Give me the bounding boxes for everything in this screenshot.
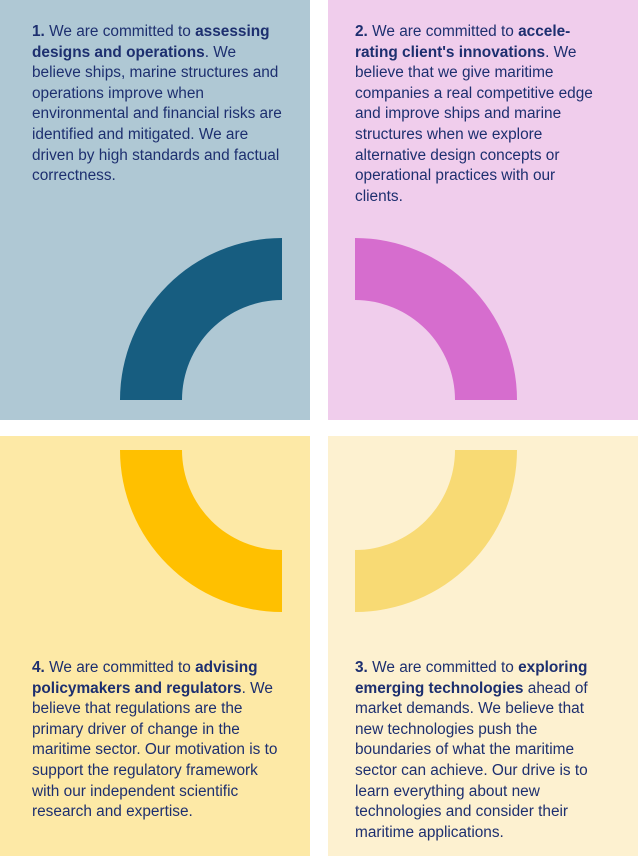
commitment-panel-2: 2. We are committed to accele-rating cli…	[328, 0, 638, 420]
arc-shape	[355, 238, 517, 400]
commitment-panel-1: 1. We are committed to assessing designs…	[0, 0, 310, 420]
commitment-text: 1. We are committed to assessing designs…	[32, 23, 282, 185]
commitment-panel-4: 4. We are committed to advising policyma…	[0, 436, 310, 856]
quarter-ring-graphic	[355, 238, 517, 400]
commitment-text: 3. We are committed to exploring emergin…	[355, 659, 588, 841]
quarter-ring-graphic	[120, 450, 282, 612]
quarter-ring-graphic	[120, 238, 282, 400]
commitment-text: 2. We are committed to accele-rating cli…	[355, 23, 593, 205]
commitment-text: 4. We are committed to advising policyma…	[32, 659, 278, 821]
quarter-ring-graphic	[355, 450, 517, 612]
arc-shape	[120, 238, 282, 400]
arc-shape	[355, 450, 517, 612]
commitment-panel-3: 3. We are committed to exploring emergin…	[328, 436, 638, 856]
arc-shape	[120, 450, 282, 612]
